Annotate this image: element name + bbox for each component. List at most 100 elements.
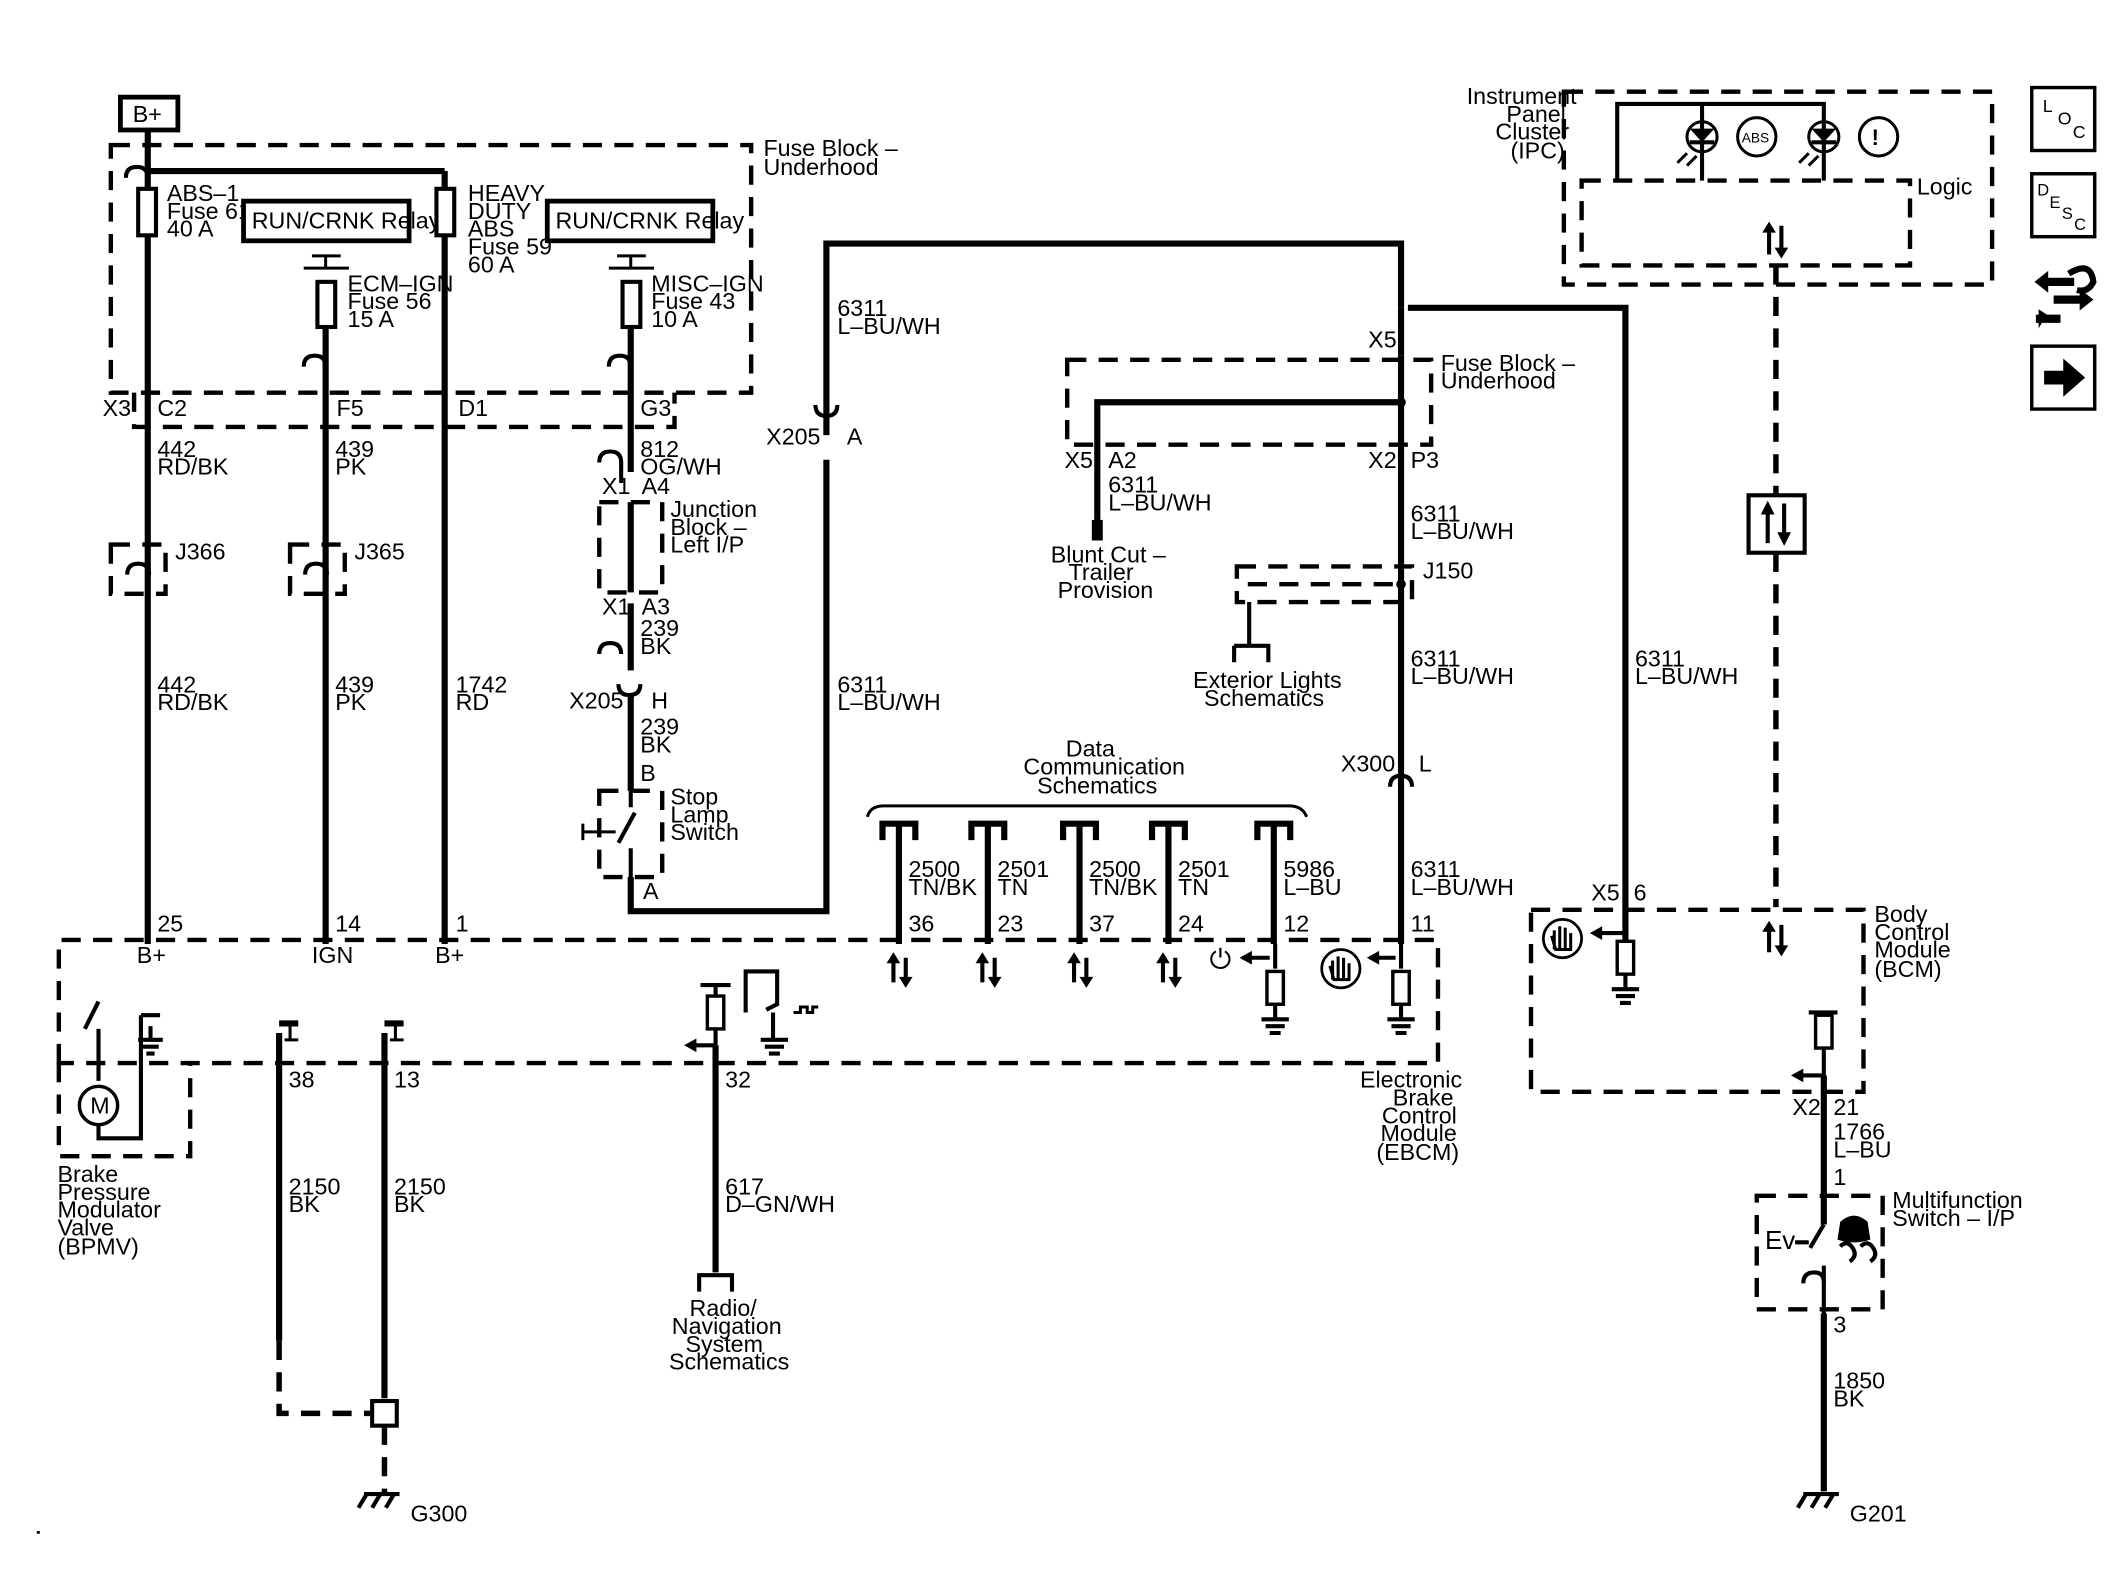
ebcm-name-label-4: Module — [1381, 1120, 1457, 1146]
brake-warning-symbol-text: ! — [1872, 125, 1879, 150]
data-wire-pin: 12 — [1283, 911, 1309, 937]
wire-239-top-number: 239 — [640, 615, 679, 641]
connector-x1-top-label: X1 — [602, 473, 630, 499]
loc-letter-o: O — [2058, 109, 2072, 129]
connector-x1-bottom-label: X1 — [602, 593, 630, 619]
fuse-block-title: Fuse Block – — [763, 135, 897, 161]
fuse-block-underhood-2 — [1065, 357, 1434, 447]
data-wire-number: 2501 — [997, 856, 1049, 882]
heavy-duty-label-2: DUTY — [468, 198, 531, 224]
data-wire-color: TN — [1178, 874, 1209, 900]
radio-navigation-circuit: 32 617 D–GN/WH Radio/ Navigation System … — [669, 1045, 835, 1375]
junction-block-label-2: Block – — [670, 514, 746, 540]
connector-x205-label: X205 — [569, 688, 623, 714]
connector-x5-label: X5 — [1064, 447, 1092, 473]
pin-l-label: L — [1419, 751, 1432, 777]
wire-1850-number: 1850 — [1833, 1368, 1885, 1394]
exterior-lights-label: Exterior Lights — [1193, 667, 1342, 693]
data-comm-wires: 2500TN/BK362501TN232500TN/BK372501TN2459… — [879, 820, 1342, 988]
ipc-logic-label: Logic — [1917, 173, 1973, 199]
wire-6311-right-2-number: 6311 — [1411, 645, 1461, 671]
description-button[interactable]: D E S C — [2030, 172, 2097, 239]
brake-warning-icon — [1857, 116, 1900, 158]
ground-g300-label: G300 — [410, 1500, 467, 1526]
desc-letter-c: C — [2074, 216, 2086, 234]
bcm-label-2: Control — [1874, 919, 1949, 945]
radio-label-4: Schematics — [669, 1349, 789, 1375]
splice-j366-label: J366 — [175, 539, 225, 565]
motor-label: M — [90, 1093, 109, 1119]
data-comm-wire-4 — [1148, 820, 1188, 945]
fuse-block-subtitle: Underhood — [763, 154, 878, 180]
bpmv-label-2: Pressure — [57, 1179, 150, 1205]
ebcm-bplus-2-label: B+ — [435, 942, 464, 968]
bcm-connector-x2-label: X2 — [1792, 1094, 1820, 1120]
wire-2150-b-color: BK — [394, 1191, 426, 1217]
data-wire-color: TN/BK — [1089, 874, 1158, 900]
pin-32-label: 32 — [725, 1067, 751, 1093]
data-comm-label-2: Communication — [1023, 753, 1185, 779]
data-comm-label-3: Schematics — [1037, 773, 1157, 799]
heavy-duty-label: HEAVY — [468, 180, 545, 206]
ebcm-module: 25 B+ 14 IGN 1 B+ Electronic Brake Contr… — [56, 911, 1462, 1165]
run-crnk-relay-1 — [241, 198, 412, 244]
misc-ign-fuse-symbol — [620, 279, 643, 330]
abs1-fuse-rating: 40 A — [167, 216, 214, 242]
switch-pin-3-label: 3 — [1833, 1312, 1846, 1338]
pin-11-label: 11 — [1411, 911, 1435, 937]
bcm-brake-indicator-icon — [1541, 918, 1584, 960]
wire-6311-right-2-color: L–BU/WH — [1411, 663, 1514, 689]
wire-617-color: D–GN/WH — [725, 1191, 835, 1217]
pin-a-label: A — [643, 878, 659, 904]
connector-x3-label: X3 — [103, 395, 131, 421]
wire-6311-top-color: L–BU/WH — [837, 313, 940, 339]
wire-6311-right-1-number: 6311 — [1411, 500, 1461, 526]
pin-g3-label: G3 — [640, 395, 671, 421]
splice-j365 — [287, 542, 347, 596]
misc-ign-fuse-name: MISC–IGN — [651, 270, 763, 296]
data-wire-pin: 37 — [1089, 911, 1115, 937]
next-page-arrow-button[interactable] — [2030, 344, 2097, 411]
pin-d1-label: D1 — [458, 395, 488, 421]
stop-lamp-switch-label-3: Switch — [670, 819, 738, 845]
location-button[interactable]: L O C — [2030, 85, 2097, 153]
loc-letter-c: C — [2073, 122, 2086, 142]
wire-442-bottom-number: 442 — [157, 671, 196, 697]
radio-label-3: System — [685, 1331, 763, 1357]
ebcm-ground-circuits: 38 13 2150 BK 2150 BK G300 — [276, 1020, 467, 1526]
wire-6311-center: 6311 L–BU/WH X205 A 6311 L–BU/WH — [766, 240, 1405, 715]
pin-f5-label: F5 — [337, 395, 364, 421]
connector-x2-label: X2 — [1368, 447, 1396, 473]
fuse-block-2-title: Fuse Block – — [1441, 350, 1575, 376]
pin-a3-label: A3 — [642, 593, 670, 619]
instrument-panel-cluster: Instrument Panel Cluster (IPC) ABS ! Log… — [1467, 83, 1995, 287]
fuse-block-underhood-right: X5 Fuse Block – Underhood X5 A2 X2 P3 63… — [1051, 304, 1738, 945]
diagnostic-tools-icon[interactable] — [2034, 265, 2097, 329]
wire-439-top-number: 439 — [335, 436, 374, 462]
ipc-label-4: (IPC) — [1510, 138, 1564, 164]
bcm-label-4: (BCM) — [1874, 956, 1941, 982]
wire-2150-a-color: BK — [289, 1191, 321, 1217]
desc-letter-s: S — [2062, 205, 2073, 223]
abs1-fuse-name: ABS–1 — [167, 180, 239, 206]
pin-38-label: 38 — [289, 1067, 315, 1093]
data-wire-color: TN/BK — [908, 874, 977, 900]
ebcm-name-label-5: (EBCM) — [1376, 1139, 1459, 1165]
wire-812-color: OG/WH — [640, 454, 721, 480]
multifunction-switch-label-2: Switch – I/P — [1892, 1205, 2015, 1231]
multifunction-switch-label: Multifunction — [1892, 1187, 2023, 1213]
ecm-ign-fuse-symbol — [315, 279, 338, 330]
ebcm-name-label-3: Control — [1382, 1102, 1457, 1128]
bidirectional-arrowhead — [975, 952, 1002, 988]
data-wire-pin: 23 — [997, 911, 1023, 937]
ebcm-ign-label: IGN — [312, 942, 353, 968]
switch-pin-1-label: 1 — [1833, 1164, 1846, 1190]
wire-2150-a-number: 2150 — [289, 1173, 341, 1199]
splice-j150-label: J150 — [1423, 558, 1473, 584]
connector-x205-center-label: X205 — [766, 424, 820, 450]
wire-812-number: 812 — [640, 436, 679, 462]
blunt-cut-label-2: Trailer — [1069, 559, 1134, 585]
ipc-label-3: Cluster — [1495, 119, 1569, 145]
desc-letter-e: E — [2050, 194, 2061, 212]
data-comm-wire-5 — [1254, 820, 1294, 945]
